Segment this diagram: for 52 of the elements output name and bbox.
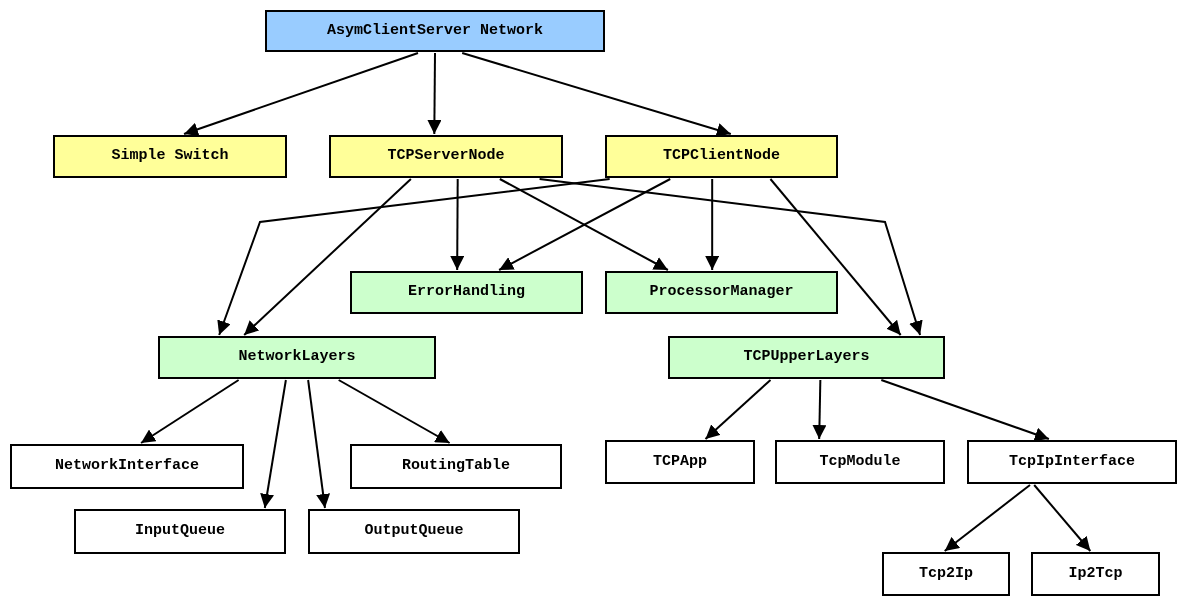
arrow bbox=[538, 178, 923, 336]
class-box bbox=[74, 509, 286, 554]
class-name: Tcp2Ip bbox=[919, 563, 973, 584]
class-name: TCPUpperLayers bbox=[743, 347, 870, 368]
arrow bbox=[427, 52, 442, 135]
arrow bbox=[461, 52, 732, 137]
class-name: NetworkLayers bbox=[238, 347, 356, 368]
class-name: TCPApp bbox=[653, 451, 707, 472]
arrow bbox=[1033, 484, 1092, 552]
arrow bbox=[260, 379, 287, 509]
class-name: TcpModule bbox=[819, 451, 901, 472]
class-name: RoutingTable bbox=[402, 456, 510, 477]
arrow bbox=[217, 178, 611, 336]
class-box bbox=[967, 440, 1177, 484]
class-box bbox=[329, 135, 563, 178]
arrow bbox=[450, 178, 465, 271]
class-name: ErrorHandling bbox=[408, 282, 525, 303]
class-box bbox=[882, 552, 1010, 596]
class-name: OutputQueue bbox=[364, 521, 464, 542]
class-name: Simple Switch bbox=[111, 146, 229, 167]
class-box bbox=[350, 271, 583, 314]
class-box bbox=[605, 271, 838, 314]
arrow bbox=[183, 52, 419, 137]
class-name: ProcessorManager bbox=[649, 282, 794, 303]
arrow bbox=[704, 379, 772, 440]
arrow bbox=[769, 178, 902, 336]
class-box bbox=[775, 440, 945, 484]
class-name: TcpIpInterface bbox=[1009, 451, 1135, 472]
class-box bbox=[158, 336, 436, 379]
arrow bbox=[243, 178, 412, 336]
class-box bbox=[350, 444, 562, 489]
arrow bbox=[307, 379, 331, 509]
class-name: NetworkInterface bbox=[55, 456, 199, 477]
class-box bbox=[265, 10, 605, 52]
class-box bbox=[668, 336, 945, 379]
class-name: TCPServerNode bbox=[387, 146, 505, 167]
class-box bbox=[605, 135, 838, 178]
arrow bbox=[140, 379, 240, 444]
class-box bbox=[10, 444, 244, 489]
arrow bbox=[337, 379, 451, 444]
arrow bbox=[812, 379, 827, 440]
class-name: AsymClientServer Network bbox=[326, 20, 543, 41]
arrow bbox=[705, 178, 720, 271]
class-box bbox=[1031, 552, 1160, 596]
class-name: Ip2Tcp bbox=[1068, 563, 1123, 584]
arrow bbox=[943, 484, 1031, 552]
class-name: InputQueue bbox=[135, 521, 225, 542]
class-box bbox=[605, 440, 755, 484]
class-box bbox=[53, 135, 287, 178]
class-box bbox=[308, 509, 520, 554]
class-name: TCPClientNode bbox=[663, 146, 780, 167]
arrow bbox=[880, 379, 1050, 441]
